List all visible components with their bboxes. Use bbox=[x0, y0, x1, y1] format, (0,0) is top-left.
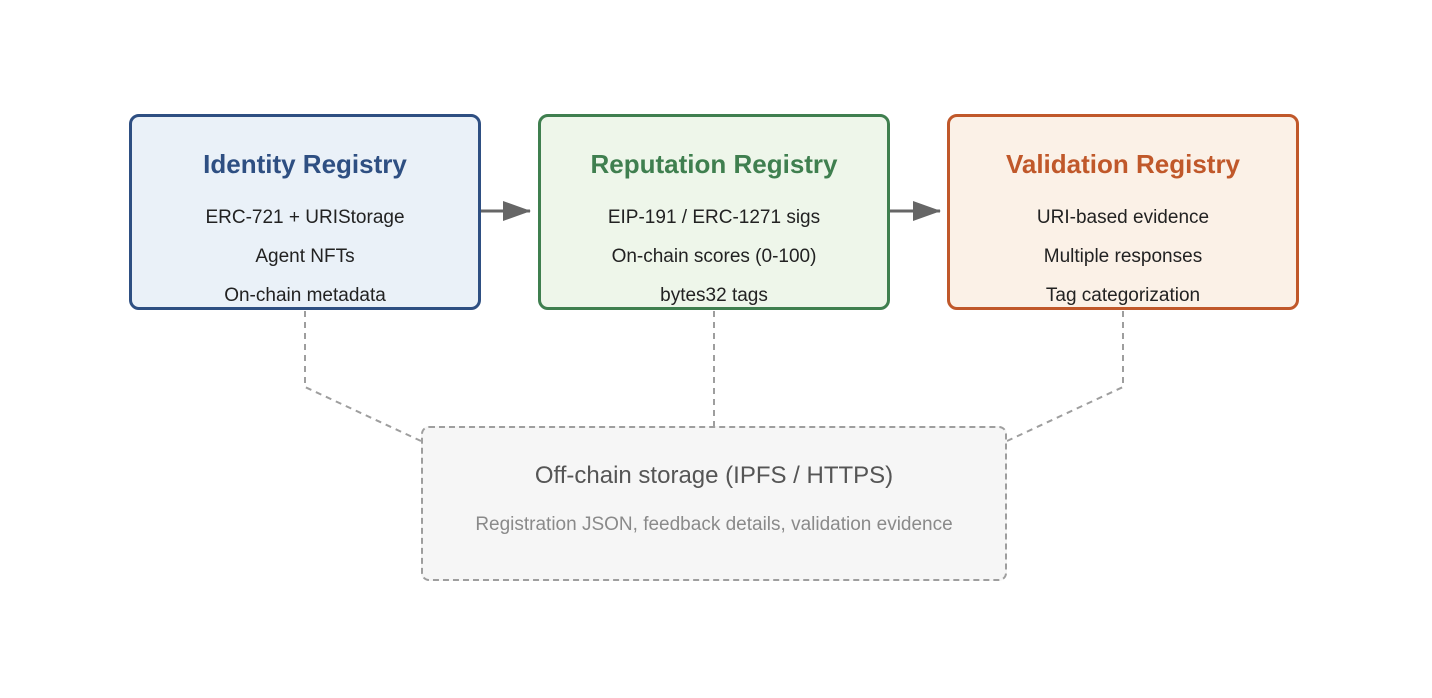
reputation-feature-2: On-chain scores (0-100) bbox=[611, 246, 817, 267]
reputation-feature-1: EIP-191 / ERC-1271 sigs bbox=[607, 207, 821, 228]
reputation-registry-title: Reputation Registry bbox=[590, 149, 838, 179]
dashed-connector-identity-storage bbox=[304, 311, 422, 442]
offchain-storage-box: Off-chain storage (IPFS / HTTPS) Registr… bbox=[421, 426, 1007, 581]
validation-registry-title: Validation Registry bbox=[1005, 149, 1241, 179]
validation-feature-2: Multiple responses bbox=[1043, 246, 1203, 267]
reputation-feature-3: bytes32 tags bbox=[660, 285, 768, 306]
dashed-connector-validation-storage bbox=[1006, 311, 1124, 442]
identity-feature-3: On-chain metadata bbox=[224, 285, 386, 306]
identity-feature-1: ERC-721 + URIStorage bbox=[205, 207, 405, 228]
validation-registry-box: Validation Registry URI-based evidence M… bbox=[947, 114, 1299, 310]
reputation-registry-box: Reputation Registry EIP-191 / ERC-1271 s… bbox=[538, 114, 890, 310]
offchain-storage-description: Registration JSON, feedback details, val… bbox=[475, 514, 953, 535]
validation-feature-3: Tag categorization bbox=[1045, 285, 1201, 306]
identity-registry-title: Identity Registry bbox=[203, 149, 407, 179]
offchain-storage-title: Off-chain storage (IPFS / HTTPS) bbox=[534, 462, 894, 489]
identity-feature-2: Agent NFTs bbox=[255, 246, 355, 267]
identity-registry-box: Identity Registry ERC-721 + URIStorage A… bbox=[129, 114, 481, 310]
validation-feature-1: URI-based evidence bbox=[1036, 207, 1210, 228]
